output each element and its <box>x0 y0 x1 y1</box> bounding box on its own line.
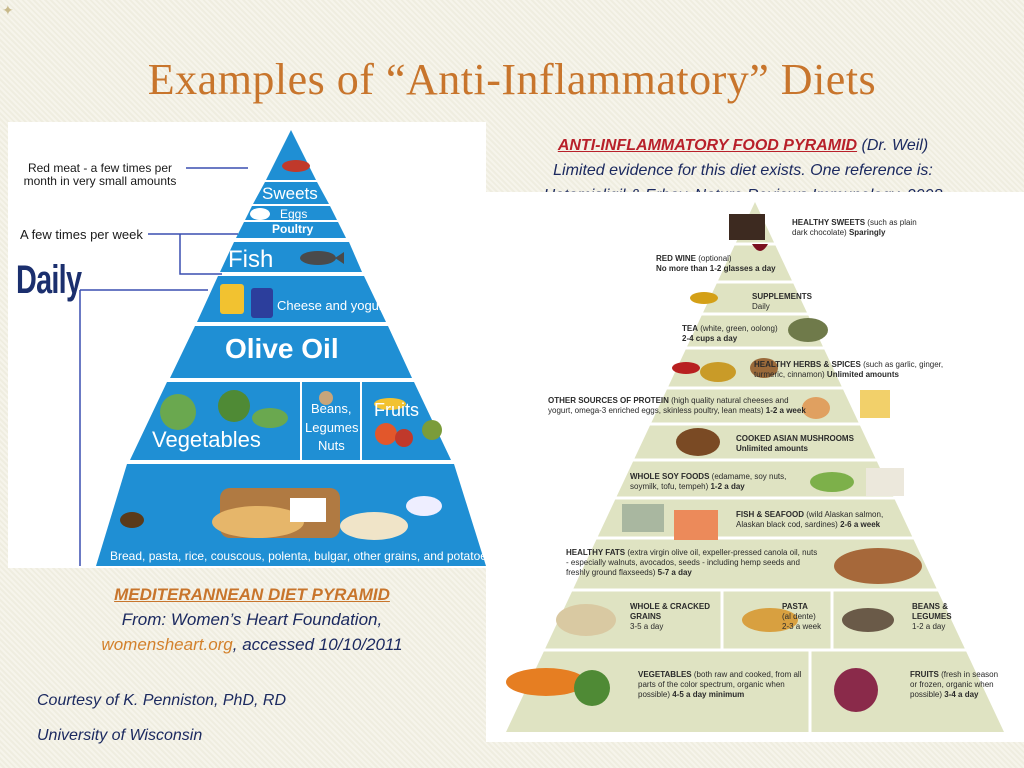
tier-label-fish: Fish <box>228 246 274 273</box>
tier-label-poultry: Poultry <box>272 222 314 236</box>
banana-icon <box>374 398 406 410</box>
cheese-icon <box>220 284 244 314</box>
weil-label-other-protein: OTHER SOURCES OF PROTEIN (high quality n… <box>548 396 806 415</box>
pasta-icon <box>742 608 798 632</box>
pasta-icon <box>340 512 408 540</box>
weil-label-red-wine: RED WINE (optional)No more than 1-2 glas… <box>656 254 776 273</box>
tier-label-cheese: Cheese and yogurt <box>277 298 387 313</box>
tier-label-grains: Bread, pasta, rice, couscous, polenta, b… <box>110 549 493 563</box>
credit-courtesy: Courtesy of K. Penniston, PhD, RD <box>37 692 286 709</box>
weil-label-pasta: PASTA(al dente)2-3 a week <box>782 602 822 631</box>
tier-label-fruits: Fruits <box>374 400 419 420</box>
grapes-icon <box>422 420 442 440</box>
weil-caption-evidence: Limited evidence for this diet exists. O… <box>553 162 933 179</box>
weil-label-healthy-fats: HEALTHY FATS (extra virgin olive oil, ex… <box>566 548 818 577</box>
mediterranean-caption-accessed: , accessed 10/10/2011 <box>232 635 403 654</box>
turmeric-icon <box>700 362 736 382</box>
weil-label-vegetables: VEGETABLES (both raw and cooked, from al… <box>638 670 802 699</box>
tier-fish <box>220 242 362 272</box>
label-daily: Daily <box>16 258 82 302</box>
fish-icon <box>300 251 336 265</box>
mediterranean-caption-url: womensheart.org <box>101 635 233 654</box>
cheese-icon <box>860 390 890 418</box>
corner-star-icon: ✦ <box>2 2 14 18</box>
tier-fruits <box>362 382 451 460</box>
tier-cheese <box>197 276 386 322</box>
potato-icon <box>120 512 144 528</box>
mediterranean-pyramid-panel <box>8 122 486 568</box>
beans-icon <box>319 391 333 405</box>
mediterranean-caption-source: From: Women’s Heart Foundation, <box>121 610 383 629</box>
mediterranean-caption-title: MEDITERANNEAN DIET PYRAMID <box>114 585 390 604</box>
tier-label-olive-oil: Olive Oil <box>225 333 339 364</box>
sardine-can-icon <box>622 504 664 532</box>
tier-olive-oil <box>170 326 412 378</box>
tea-icon <box>788 318 828 342</box>
broccoli-icon <box>574 670 610 706</box>
grains-icon <box>556 604 616 636</box>
broccoli-icon <box>218 390 250 422</box>
tier-label-sweets: Sweets <box>262 184 318 203</box>
steak-icon <box>282 160 310 172</box>
mediterranean-pyramid-graphic <box>79 130 486 566</box>
weil-label-herbs-spices: HEALTHY HERBS & SPICES (such as garlic, … <box>754 360 944 379</box>
label-few-times-week: A few times per week <box>20 227 143 242</box>
berries-icon <box>834 668 878 712</box>
chocolate-icon <box>729 214 765 240</box>
egg-icon <box>802 397 830 419</box>
weil-label-soy-foods: WHOLE SOY FOODS (edamame, soy nuts, soym… <box>630 472 787 491</box>
tier-sweets <box>253 182 329 204</box>
weil-label-healthy-sweets: HEALTHY SWEETS (such as plain dark choco… <box>792 218 917 237</box>
tier-label-beans: Beans, <box>311 401 352 416</box>
bowl-icon <box>406 496 442 516</box>
weil-label-fish-seafood: FISH & SEAFOOD (wild Alaskan salmon, Ala… <box>736 510 884 529</box>
orange-icon <box>375 423 397 445</box>
edamame-icon <box>810 472 854 492</box>
nuts-icon <box>834 548 922 584</box>
wine-glass-icon <box>752 244 768 251</box>
rice-icon <box>290 498 326 522</box>
mediterranean-caption: MEDITERANNEAN DIET PYRAMID From: Women’s… <box>12 582 492 657</box>
egg-icon <box>250 208 270 220</box>
tomato-icon <box>395 429 413 447</box>
credit-university: University of Wisconsin <box>37 727 203 744</box>
cinnamon-icon <box>750 358 778 378</box>
tier-label-nuts: Nuts <box>318 438 345 453</box>
tier-label-vegetables: Vegetables <box>152 427 261 452</box>
supplement-icon <box>690 292 718 304</box>
yogurt-icon <box>251 288 273 318</box>
beans-icon <box>842 608 894 632</box>
tier-red-meat <box>266 130 316 180</box>
carrot-icon <box>506 668 586 696</box>
salmon-icon <box>674 510 718 540</box>
mushroom-icon <box>676 428 720 456</box>
weil-caption-title: ANTI-INFLAMMATORY FOOD PYRAMID <box>557 137 858 154</box>
tier-label-eggs: Eggs <box>280 207 308 221</box>
weil-caption-author: (Dr. Weil) <box>857 137 929 154</box>
weil-label-fruits: FRUITS (fresh in season or frozen, organ… <box>910 670 999 699</box>
weil-pyramid-panel: HEALTHY SWEETS (such as plain dark choco… <box>486 192 1024 742</box>
tier-label-legumes: Legumes <box>305 420 359 435</box>
lettuce-icon <box>160 394 196 430</box>
weil-pyramid-graphic <box>486 202 1024 732</box>
tier-poultry <box>236 222 346 238</box>
weil-label-tea: TEA (white, green, oolong)2-4 cups a day <box>682 324 778 343</box>
chili-icon <box>672 362 700 374</box>
label-red-meat: Red meat - a few times per month in very… <box>23 161 177 188</box>
tofu-icon <box>866 468 904 496</box>
slide-title: Examples of “Anti-Inflammatory” Diets <box>147 55 877 104</box>
